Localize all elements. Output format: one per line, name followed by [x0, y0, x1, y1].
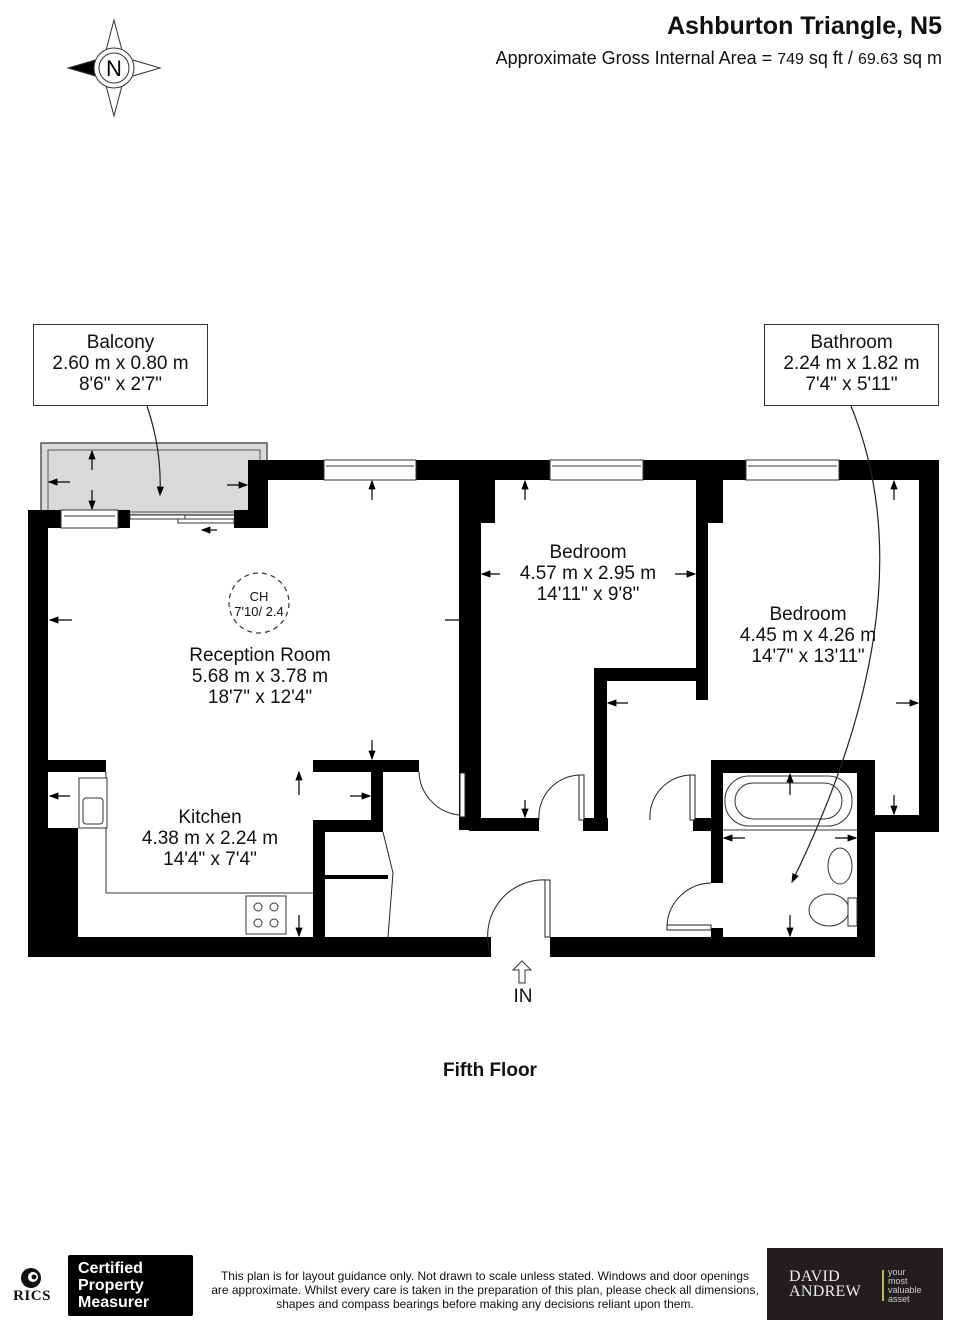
- rics-text: RICS: [13, 1288, 51, 1304]
- bedroom-2-label: Bedroom 4.45 m x 4.26 m 14'7" x 13'11": [708, 604, 908, 667]
- entrance-arrow-icon: [511, 960, 533, 984]
- room-imperial: 14'11" x 9'8": [536, 584, 640, 605]
- room-metric: 2.24 m x 1.82 m: [783, 353, 920, 374]
- room-metric: 5.68 m x 3.78 m: [191, 666, 329, 687]
- disclaimer-line: shapes and compass bearings before makin…: [276, 1297, 694, 1311]
- doors: [382, 771, 712, 956]
- area-sqm-unit: sq m: [897, 48, 942, 68]
- area-sqft-unit: sq ft /: [803, 48, 858, 68]
- toilet-icon: [808, 893, 850, 927]
- tag-word: valuable: [888, 1285, 922, 1295]
- brand-tagline: your most valuable asset: [888, 1268, 922, 1304]
- tag-word: most: [888, 1276, 908, 1286]
- room-metric: 4.57 m x 2.95 m: [519, 563, 657, 584]
- brand-accent-bar: [882, 1270, 884, 1301]
- svg-text:N: N: [106, 56, 122, 81]
- hob-icon: [245, 895, 287, 935]
- room-metric: 4.45 m x 4.26 m: [739, 625, 877, 646]
- kitchen-label: Kitchen 4.38 m x 2.24 m 14'4" x 7'4": [110, 807, 310, 870]
- room-imperial: 8'6" x 2'7": [78, 374, 163, 395]
- callout-leaders: [146, 405, 881, 884]
- room-metric: 4.38 m x 2.24 m: [141, 828, 279, 849]
- ch-value: 7'10/ 2.4: [234, 604, 284, 619]
- certified-property-measurer-badge: Certified Property Measurer: [68, 1255, 193, 1316]
- room-imperial: 14'4" x 7'4": [163, 849, 257, 870]
- balcony-callout: Balcony 2.60 m x 0.80 m 8'6" x 2'7": [33, 324, 208, 406]
- gross-internal-area: Approximate Gross Internal Area = 749 sq…: [496, 48, 942, 69]
- badge-line: Certified: [78, 1260, 143, 1277]
- compass-north-icon: N: [66, 18, 162, 118]
- walls: [28, 460, 939, 957]
- area-prefix: Approximate Gross Internal Area =: [495, 48, 778, 68]
- room-metric: 2.60 m x 0.80 m: [52, 353, 189, 374]
- disclaimer-line: are approximate. Whilst every care is ta…: [211, 1283, 759, 1297]
- bedroom-1-label: Bedroom 4.57 m x 2.95 m 14'11" x 9'8": [488, 542, 688, 605]
- badge-line: Property: [78, 1277, 144, 1294]
- balcony-area: [40, 442, 268, 516]
- badge-line: Measurer: [78, 1294, 150, 1311]
- basin-icon: [827, 847, 853, 885]
- dimension-arrows: [47, 449, 920, 938]
- area-sqm: 69.63: [857, 51, 898, 68]
- room-imperial: 14'7" x 13'11": [751, 646, 865, 667]
- david-andrew-logo: DAVID ANDREW your most valuable asset: [767, 1248, 943, 1320]
- tag-word: your: [888, 1267, 906, 1277]
- room-name: Kitchen: [178, 807, 242, 828]
- room-name: Bedroom: [549, 542, 627, 563]
- plan-title: Ashburton Triangle, N5: [666, 12, 942, 40]
- disclaimer: This plan is for layout guidance only. N…: [200, 1269, 770, 1311]
- rics-logo: RICS: [6, 1262, 58, 1305]
- room-imperial: 7'4" x 5'11": [805, 374, 898, 395]
- kitchen-fittings: [78, 772, 313, 935]
- ceiling-height-marker: [228, 572, 290, 634]
- room-name: Reception Room: [189, 645, 331, 666]
- windows: [60, 459, 840, 529]
- bathroom-callout: Bathroom 2.24 m x 1.82 m 7'4" x 5'11": [764, 324, 939, 406]
- bathroom-fittings: [723, 775, 858, 927]
- reception-room-label: Reception Room 5.68 m x 3.78 m 18'7" x 1…: [160, 645, 360, 708]
- tag-word: asset: [888, 1294, 910, 1304]
- room-name: Bedroom: [769, 604, 847, 625]
- room-imperial: 18'7" x 12'4": [207, 687, 313, 708]
- entrance-label: IN: [513, 986, 533, 1007]
- ceiling-height-label: CH 7'10/ 2.4: [222, 589, 296, 619]
- brand-line2: ANDREW: [789, 1283, 862, 1300]
- room-name: Balcony: [86, 332, 155, 353]
- disclaimer-line: This plan is for layout guidance only. N…: [220, 1269, 750, 1283]
- ch-title: CH: [249, 589, 269, 604]
- floor-label: Fifth Floor: [443, 1060, 537, 1081]
- area-sqft: 749: [777, 51, 804, 68]
- brand-name: DAVID ANDREW: [789, 1268, 862, 1300]
- room-name: Bathroom: [810, 332, 893, 353]
- rics-lion-icon: [21, 1268, 41, 1288]
- brand-line1: DAVID: [789, 1268, 840, 1285]
